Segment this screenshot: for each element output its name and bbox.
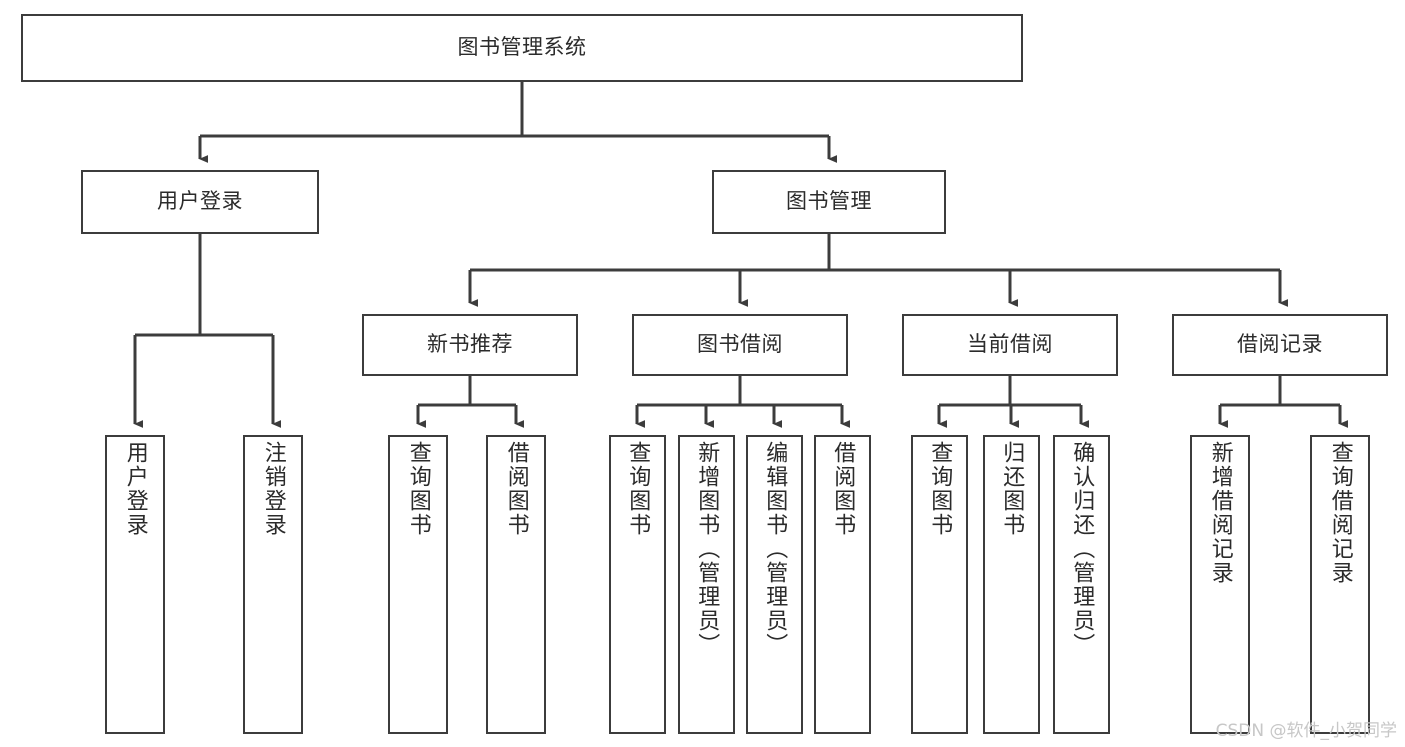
node-leaf-add-borrow-record[interactable]: 新增借阅记录 xyxy=(1190,435,1250,734)
node-root[interactable]: 图书管理系统 xyxy=(21,14,1023,82)
node-label: 借阅图书 xyxy=(830,441,856,537)
node-level2-current-borrow[interactable]: 当前借阅 xyxy=(902,314,1118,376)
node-label: 图书管理 xyxy=(786,189,872,214)
node-label: 新增借阅记录 xyxy=(1207,441,1233,585)
node-leaf-borrow-book[interactable]: 借阅图书 xyxy=(814,435,871,734)
node-label: 查询图书 xyxy=(405,441,431,537)
node-level2-borrow-record[interactable]: 借阅记录 xyxy=(1172,314,1388,376)
node-label: 新增图书（管理员） xyxy=(694,441,720,657)
node-label: 注销登录 xyxy=(260,441,286,537)
node-label: 查询图书 xyxy=(625,441,651,537)
node-level1-book-management[interactable]: 图书管理 xyxy=(712,170,946,234)
edges-group xyxy=(133,82,1348,428)
node-label: 编辑图书（管理员） xyxy=(762,441,788,657)
node-leaf-logout-login[interactable]: 注销登录 xyxy=(243,435,303,734)
node-label: 归还图书 xyxy=(999,441,1025,537)
node-label: 新书推荐 xyxy=(427,332,513,357)
node-label: 借阅图书 xyxy=(503,441,529,537)
node-leaf-user-login[interactable]: 用户登录 xyxy=(105,435,165,734)
node-label: 当前借阅 xyxy=(967,332,1053,357)
csdn-watermark: CSDN @软件_小贺同学 xyxy=(1215,721,1397,741)
node-level1-user-login[interactable]: 用户登录 xyxy=(81,170,319,234)
node-leaf-query-borrow-record[interactable]: 查询借阅记录 xyxy=(1310,435,1370,734)
node-label: 图书借阅 xyxy=(697,332,783,357)
node-level2-book-borrow[interactable]: 图书借阅 xyxy=(632,314,848,376)
node-leaf-confirm-return-admin[interactable]: 确认归还（管理员） xyxy=(1053,435,1110,734)
node-leaf-edit-book-admin[interactable]: 编辑图书（管理员） xyxy=(746,435,803,734)
node-label: 用户登录 xyxy=(157,189,243,214)
node-leaf-borrow-book-recommend[interactable]: 借阅图书 xyxy=(486,435,546,734)
node-leaf-query-book-recommend[interactable]: 查询图书 xyxy=(388,435,448,734)
node-leaf-query-book-current[interactable]: 查询图书 xyxy=(911,435,968,734)
node-level2-new-book-recommend[interactable]: 新书推荐 xyxy=(362,314,578,376)
node-label: 借阅记录 xyxy=(1237,332,1323,357)
node-label: 确认归还（管理员） xyxy=(1069,441,1095,657)
node-label: 用户登录 xyxy=(122,441,148,537)
node-label: 查询图书 xyxy=(927,441,953,537)
node-leaf-return-book[interactable]: 归还图书 xyxy=(983,435,1040,734)
node-leaf-query-book-borrow[interactable]: 查询图书 xyxy=(609,435,666,734)
node-label: 图书管理系统 xyxy=(457,35,587,60)
node-leaf-add-book-admin[interactable]: 新增图书（管理员） xyxy=(678,435,735,734)
node-label: 查询借阅记录 xyxy=(1327,441,1353,585)
